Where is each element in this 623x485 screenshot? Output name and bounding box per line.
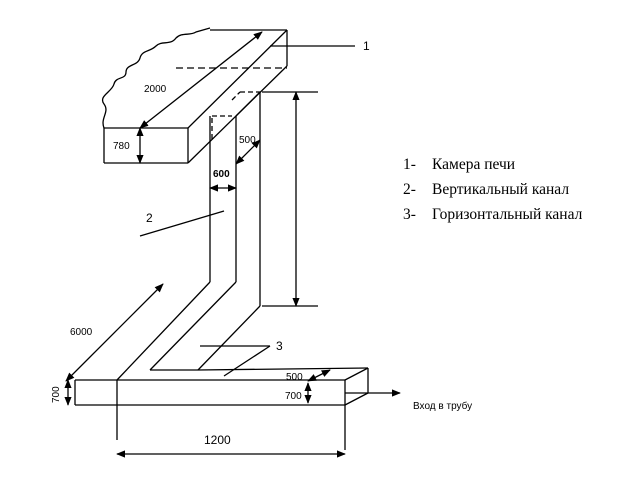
dim-bottom-height-left: 700 bbox=[51, 386, 62, 403]
legend-number: 3- bbox=[403, 206, 416, 223]
dim-chamber-height: 780 bbox=[113, 141, 130, 152]
callout-2-leader bbox=[139, 210, 225, 237]
legend: 1- Камера печи 2- Вертикальный канал 3- Гор… bbox=[403, 155, 582, 230]
legend-text: Горизонтальный канал bbox=[432, 206, 583, 223]
legend-number: 1- bbox=[403, 156, 416, 173]
legend-item-vertical-channel: 2- Вертикальный канал bbox=[403, 180, 582, 205]
callout-1: 1 bbox=[363, 39, 370, 53]
legend-item-horizontal-channel: 3- Горизонтальный канал bbox=[403, 205, 582, 230]
dim-bottom-height-right: 700 bbox=[285, 391, 302, 402]
exit-label: Вход в трубу bbox=[413, 400, 472, 412]
furnace-chamber bbox=[101, 27, 288, 164]
legend-number: 2- bbox=[403, 181, 416, 198]
horizontal-channel bbox=[116, 281, 261, 381]
dim-bottom-depth: 500 bbox=[286, 372, 303, 383]
dim-bottom-width: 1200 bbox=[204, 433, 231, 447]
callout-2: 2 bbox=[146, 211, 153, 225]
legend-text: Вертикальный канал bbox=[432, 181, 570, 198]
dim-line-chamber-length bbox=[139, 31, 263, 129]
dim-channel-width: 600 bbox=[213, 169, 230, 180]
callout-3-leader-b bbox=[223, 345, 271, 377]
dim-line-channel-depth bbox=[235, 139, 261, 165]
callout-3: 3 bbox=[276, 339, 283, 353]
legend-item-chamber: 1- Камера печи bbox=[403, 155, 582, 180]
dim-line-horizontal-length bbox=[65, 283, 164, 382]
dim-chamber-length: 2000 bbox=[144, 84, 167, 95]
dim-channel-depth: 500 bbox=[239, 135, 256, 146]
vertical-channel bbox=[209, 91, 262, 306]
dim-line-bottom-depth bbox=[307, 369, 331, 382]
legend-text: Камера печи bbox=[432, 156, 516, 173]
dim-horizontal-length: 6000 bbox=[70, 327, 93, 338]
